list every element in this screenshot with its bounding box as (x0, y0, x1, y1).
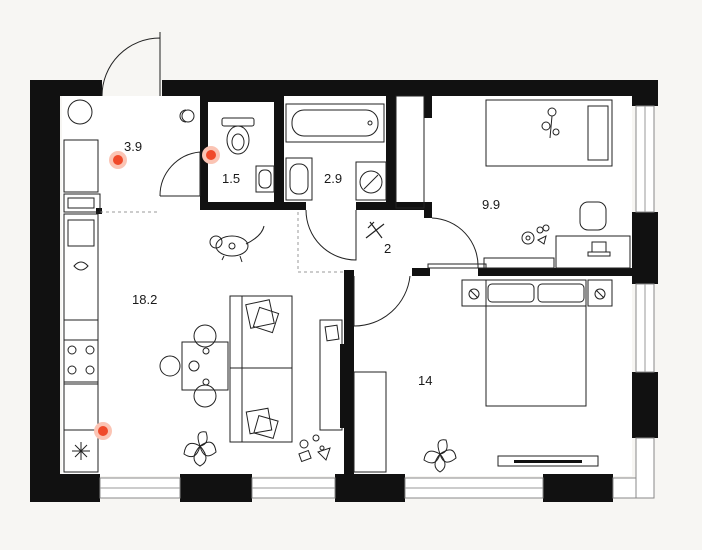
room-area-corridor: 2 (384, 241, 392, 256)
nightstand-right-icon (587, 279, 613, 307)
room-area-hall: 3.9 (124, 139, 143, 154)
bathtub-icon (285, 103, 385, 143)
bed-icon (485, 279, 587, 407)
location-marker-kitchen[interactable] (94, 422, 112, 440)
room-area-kitchen-living: 18.2 (132, 292, 158, 307)
bedroom-large-door (353, 275, 411, 327)
mirror-icon (67, 99, 93, 125)
fridge-icon (63, 429, 99, 473)
desk-icon (555, 201, 631, 269)
dining-table-icon (159, 324, 229, 408)
stove-icon (63, 339, 99, 383)
washing-machine-icon (355, 161, 387, 201)
toilet-icon (221, 117, 255, 155)
entrance-door (101, 32, 161, 97)
bedroom-wardrobe (353, 371, 387, 473)
bedroom-tv-icon (497, 455, 599, 467)
sink-icon (255, 165, 275, 193)
bathroom-sink-icon (285, 157, 313, 201)
bathroom-door (305, 209, 357, 261)
toys-icon (298, 434, 331, 463)
outer-walls (30, 80, 658, 502)
crib-icon (485, 99, 613, 167)
tv-stand-icon (319, 319, 344, 431)
hall-wardrobe (63, 139, 101, 213)
bedroom-plant-icon (423, 439, 457, 473)
room-area-wc: 1.5 (222, 171, 241, 186)
sofa-icon (229, 295, 293, 443)
bench-icon (483, 257, 555, 269)
small-bedroom-toys-icon (521, 224, 550, 245)
location-marker-wc-door[interactable] (202, 146, 220, 164)
toy-plane-icon (365, 221, 385, 239)
room-area-bedroom-small: 9.9 (482, 197, 501, 212)
wc-door (159, 151, 201, 197)
windows (99, 105, 655, 499)
door-threshold (427, 263, 487, 269)
room-area-bathroom: 2.9 (324, 171, 343, 186)
location-marker-hall[interactable] (109, 151, 127, 169)
rocking-horse-icon (541, 107, 560, 139)
corridor-wardrobe (395, 95, 425, 209)
plant-icon (183, 431, 217, 467)
nightstand-left-icon (461, 279, 487, 307)
zone-separators (64, 211, 344, 273)
cat-icon (209, 225, 265, 263)
meter-icon (179, 109, 195, 123)
room-area-bedroom-large: 14 (418, 373, 433, 388)
